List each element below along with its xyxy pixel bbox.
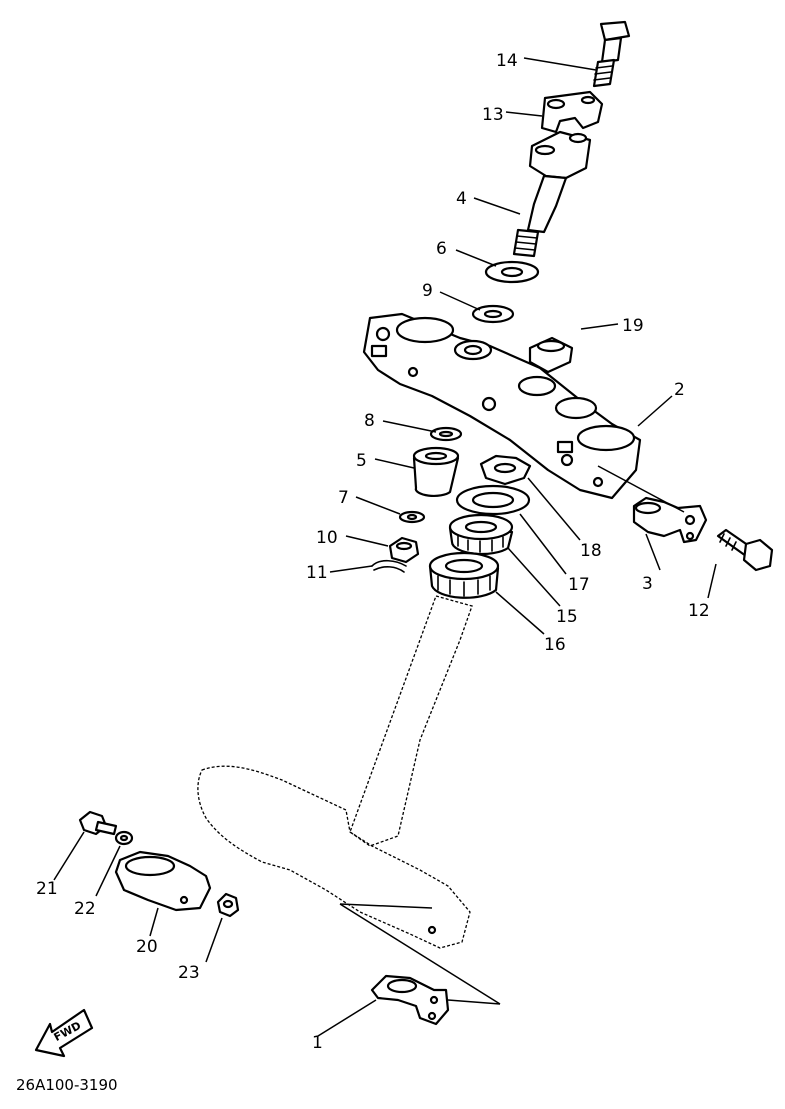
callout-20: 20 [136, 937, 158, 957]
callout-labels: 14 13 4 6 9 19 2 8 5 7 10 11 18 17 15 16… [36, 51, 710, 1053]
callout-4: 4 [456, 189, 467, 209]
part-18-lock-washer [479, 454, 532, 486]
part-16-bearing [428, 551, 500, 599]
callout-3: 3 [642, 574, 653, 594]
part-4-holder-lower [512, 130, 592, 258]
callout-17: 17 [568, 575, 590, 595]
callout-2: 2 [674, 380, 685, 400]
part-10-nut [388, 536, 420, 564]
part-20-clamp [114, 850, 212, 912]
callout-13: 13 [482, 105, 504, 125]
part-22-washer [114, 830, 134, 846]
part-5-collar [412, 446, 460, 498]
part-11-cotter-pin [371, 559, 407, 573]
part-21-bolt [78, 810, 118, 836]
callout-7: 7 [338, 488, 349, 508]
callout-9: 9 [422, 281, 433, 301]
callout-23: 23 [178, 963, 200, 983]
diagram-code: 26A100-3190 [16, 1076, 118, 1094]
part-6-washer [484, 260, 540, 284]
callout-10: 10 [316, 528, 338, 548]
callout-1: 1 [312, 1033, 323, 1053]
part-8-washer [429, 426, 463, 442]
part-2-upper-bracket [362, 312, 642, 500]
callout-11: 11 [306, 563, 328, 583]
part-13-holder-upper [540, 90, 604, 134]
callout-12: 12 [688, 601, 710, 621]
part-19-nut [528, 336, 574, 374]
steering-stem-outline [197, 595, 473, 949]
callout-22: 22 [74, 899, 96, 919]
callout-18: 18 [580, 541, 602, 561]
part-23-nut [216, 892, 240, 918]
part-9-washer [471, 304, 515, 324]
callout-21: 21 [36, 879, 58, 899]
callout-8: 8 [364, 411, 375, 431]
part-17-ring-nut [455, 484, 531, 516]
part-15-bearing [448, 513, 514, 556]
fwd-arrow-icon: FWD [34, 1008, 94, 1058]
callout-19: 19 [622, 316, 644, 336]
callout-16: 16 [544, 635, 566, 655]
part-14-bolt [592, 20, 631, 88]
callout-5: 5 [356, 451, 367, 471]
part-7-washer [398, 510, 426, 524]
leader-lines [53, 57, 717, 1037]
callout-14: 14 [496, 51, 518, 71]
callout-6: 6 [436, 239, 447, 259]
part-12-bolt [716, 528, 774, 572]
part-1-stem-lower [370, 974, 450, 1026]
callout-15: 15 [556, 607, 578, 627]
